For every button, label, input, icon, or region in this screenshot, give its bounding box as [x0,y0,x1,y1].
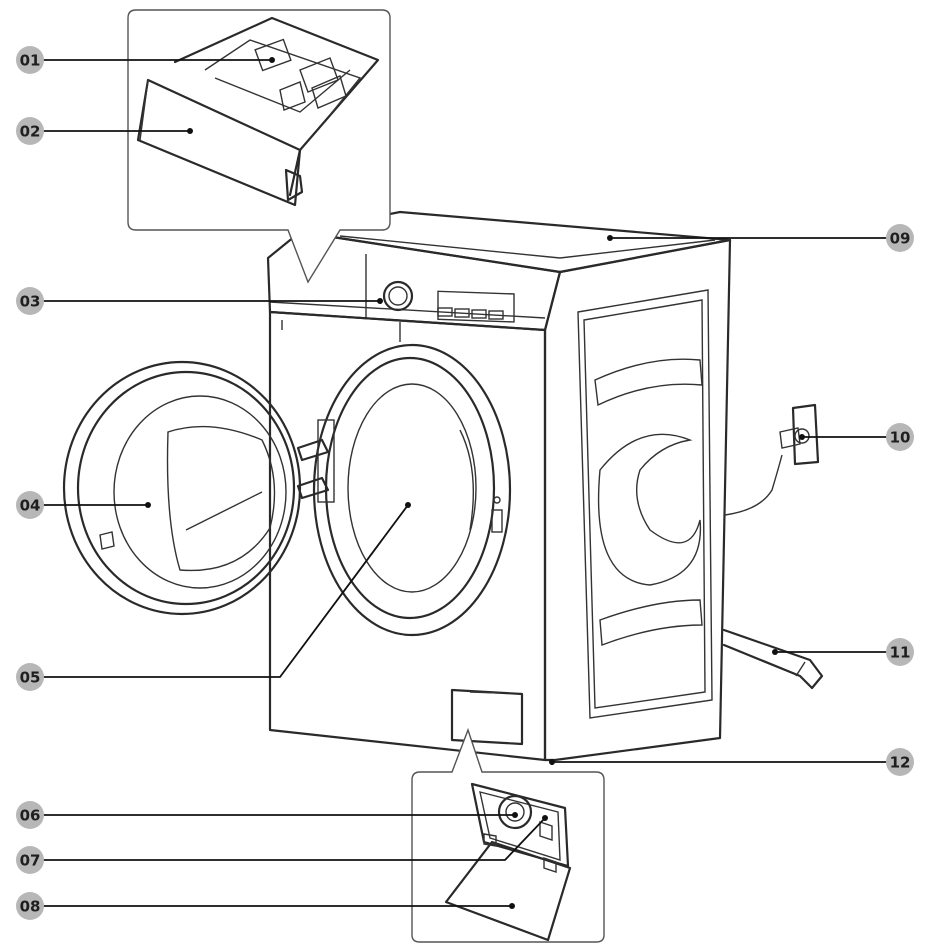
svg-text:06: 06 [20,807,41,825]
svg-text:02: 02 [20,123,41,141]
svg-text:03: 03 [20,293,41,311]
callout-03: 03 [16,287,44,315]
detergent-drawer-inset [127,9,391,284]
svg-text:07: 07 [20,852,41,870]
svg-text:08: 08 [20,898,41,916]
program-buttons [437,307,504,320]
callout-09: 09 [886,224,914,252]
svg-text:04: 04 [20,497,41,515]
svg-text:10: 10 [890,429,911,447]
pump-filter-inset [411,727,605,943]
callout-06: 06 [16,801,44,829]
svg-text:05: 05 [20,669,41,687]
callout-01: 01 [16,46,44,74]
callout-08: 08 [16,892,44,920]
callout-07: 07 [16,846,44,874]
svg-text:11: 11 [890,644,911,662]
callout-05: 05 [16,663,44,691]
callout-11: 11 [886,638,914,666]
callout-02: 02 [16,117,44,145]
machine-illustration [62,210,824,766]
svg-text:12: 12 [890,754,911,772]
leader-lines [42,57,888,909]
svg-text:01: 01 [20,52,41,70]
callout-04: 04 [16,491,44,519]
callout-10: 10 [886,423,914,451]
callout-12: 12 [886,748,914,776]
svg-text:09: 09 [890,230,911,248]
